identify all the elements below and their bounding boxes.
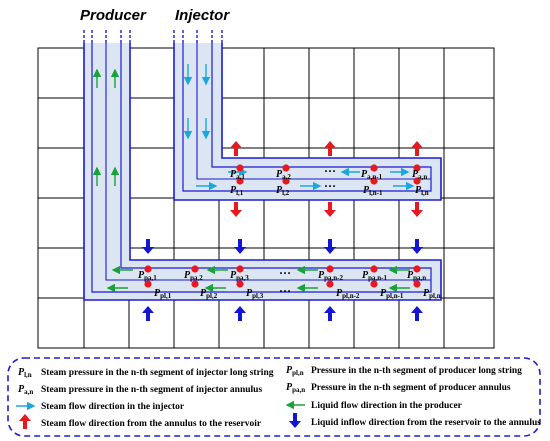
label-injector-annulus: Pa,n — [412, 169, 427, 181]
blue-down-arrow-icon — [142, 239, 154, 254]
label-producer-annulus: Ppa,n — [407, 270, 426, 282]
node-producer-annulus — [144, 265, 152, 273]
blue-down-arrow-icon — [234, 239, 246, 254]
producer-centre-line — [105, 40, 431, 281]
label-producer-long: Ppl,3 — [246, 288, 264, 300]
node-injector-annulus — [413, 164, 421, 172]
node-injector-long — [413, 177, 421, 185]
ellipsis: … — [279, 263, 291, 277]
blue-up-arrow-icon — [142, 306, 154, 321]
label-producer-long: Ppl,n-2 — [336, 288, 360, 300]
ellipsis: … — [279, 281, 291, 295]
red-up-arrow-icon — [324, 141, 336, 156]
node-producer-long — [326, 280, 334, 288]
label-producer-long: Ppl,n-1 — [380, 288, 404, 300]
label-injector-annulus: Pa,n-1 — [361, 169, 383, 181]
ellipsis: … — [324, 161, 336, 175]
label-injector-annulus: Pa,1 — [230, 169, 245, 181]
node-producer-long — [413, 280, 421, 288]
injector-pressure-labels: Pa,1 Pa,2 Pa,n-1 Pa,n Pl,1 Pl,2 Pl,n-1 P… — [230, 161, 429, 197]
blue-down-arrow-icon — [411, 239, 423, 254]
liquid-inflow-arrows — [142, 239, 423, 321]
legend-text: Pressure in the n-th segment of producer… — [311, 366, 522, 376]
legend-symbol: Ppl,n — [286, 365, 304, 377]
node-injector-long — [282, 177, 290, 185]
legend-symbol: Pa,n — [18, 384, 33, 396]
red-down-arrow-icon — [230, 202, 242, 217]
label-injector-long: Pl,n — [415, 185, 429, 197]
label-producer-annulus: Ppa,2 — [184, 270, 203, 282]
red-up-arrow-icon — [411, 141, 423, 156]
label-producer-annulus: Ppa,n-2 — [318, 270, 343, 282]
producer-pressure-labels: Ppa,1 Ppa,2 Ppa,3 Ppa,n-2 Ppa,n-1 Ppa,n … — [138, 263, 441, 300]
label-injector-long: Pl,n-1 — [363, 185, 383, 197]
node-injector-long — [370, 177, 378, 185]
legend-border — [7, 357, 541, 437]
steam-outflow-arrows — [230, 141, 423, 217]
injector-well — [170, 30, 442, 201]
label-injector-annulus: Pa,2 — [276, 169, 291, 181]
injector-centre-line — [196, 40, 431, 180]
legend-symbol: Ppa,n — [286, 382, 305, 394]
ellipsis: … — [324, 176, 336, 190]
injector-steam-arrows — [183, 64, 415, 191]
blue-up-arrow-icon — [324, 306, 336, 321]
label-producer-annulus: Ppa,1 — [138, 270, 157, 282]
node-injector-long — [236, 177, 244, 185]
label-producer-annulus: Ppa,n-1 — [362, 270, 387, 282]
legend-symbol: Pl,n — [18, 367, 32, 379]
label-producer-long: Ppl,1 — [154, 288, 172, 300]
label-producer-long: Ppl,n — [423, 288, 441, 300]
node-producer-long — [144, 280, 152, 288]
red-up-arrow-icon — [230, 141, 242, 156]
legend-text: Liquid flow direction in the producer — [311, 401, 463, 411]
legend-text: Pressure in the n-th segment of producer… — [311, 383, 511, 393]
blue-down-arrow-icon — [324, 239, 336, 254]
blue-up-arrow-icon — [411, 306, 423, 321]
node-injector-annulus — [282, 164, 290, 172]
label-producer-annulus: Ppa,3 — [230, 270, 249, 282]
node-injector-annulus — [370, 164, 378, 172]
node-producer-annulus — [370, 265, 378, 273]
label-injector-long: Pl,2 — [276, 185, 290, 197]
label-injector-long: Pl,1 — [230, 185, 244, 197]
node-producer-annulus — [236, 265, 244, 273]
node-producer-annulus — [413, 265, 421, 273]
legend-text: Steam pressure in the n-th segment of in… — [41, 368, 274, 378]
node-producer-long — [191, 280, 199, 288]
node-producer-annulus — [326, 265, 334, 273]
producer-title: Producer — [80, 7, 147, 24]
node-producer-annulus — [191, 265, 199, 273]
red-down-arrow-icon — [324, 202, 336, 217]
legend-text: Liquid inflow direction from the reservo… — [311, 418, 541, 428]
legend-text: Steam flow direction from the annulus to… — [41, 419, 262, 429]
pressure-nodes — [144, 164, 421, 288]
label-producer-long: Ppl,2 — [200, 288, 218, 300]
red-up-arrow-icon — [19, 414, 31, 429]
red-down-arrow-icon — [411, 202, 423, 217]
legend: Pl,n Steam pressure in the n-th segment … — [7, 357, 541, 437]
producer-liquid-arrows — [92, 68, 410, 293]
legend-text: Steam flow direction in the injector — [41, 402, 185, 412]
injector-title: Injector — [175, 7, 230, 24]
node-producer-long — [370, 280, 378, 288]
legend-text: Steam pressure in the n-th segment of in… — [41, 385, 262, 395]
blue-down-arrow-icon — [289, 413, 301, 428]
blue-up-arrow-icon — [234, 306, 246, 321]
node-injector-annulus — [236, 164, 244, 172]
node-producer-long — [236, 280, 244, 288]
injector-annulus — [173, 40, 442, 201]
